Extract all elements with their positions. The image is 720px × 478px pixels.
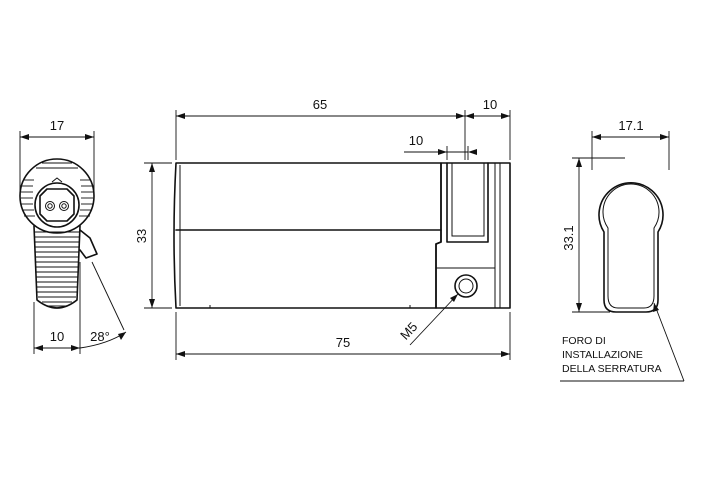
front-keyway — [39, 188, 75, 222]
side-cam-slot — [446, 162, 489, 243]
label-length-main: 65 — [313, 97, 327, 112]
front-pin-right-inner — [61, 203, 67, 209]
note-line-3: DELLA SERRATURA — [562, 363, 662, 375]
front-pin-left — [45, 201, 55, 211]
dim-front-stem: 10 — [33, 262, 81, 354]
dim-length-main: 65 — [175, 97, 466, 160]
leader-screw-thread: M5 — [397, 293, 459, 346]
front-body-circle — [19, 158, 95, 234]
front-cam — [79, 229, 98, 259]
dim-front-width: 17 — [19, 118, 95, 196]
label-height: 33 — [134, 229, 149, 243]
front-keyway-top — [51, 177, 63, 183]
note-line-2: INSTALLAZIONE — [562, 349, 643, 361]
label-length-cam: 10 — [483, 97, 497, 112]
label-front-angle: 28° — [90, 329, 110, 344]
profile-view: 17.1 33.1 FORO DI INSTALLAZIONE DELLA SE… — [560, 118, 685, 382]
side-screw-hole-inner — [458, 278, 474, 294]
label-total-length: 75 — [336, 335, 350, 350]
side-cam-housing — [435, 162, 511, 309]
profile-cutout — [598, 182, 664, 313]
front-pin-right — [59, 201, 69, 211]
front-view: 17 10 28° — [19, 118, 127, 354]
side-screw-hole — [454, 274, 478, 298]
label-screw-thread: M5 — [397, 319, 420, 342]
dim-front-angle: 28° — [79, 261, 127, 349]
dim-height: 33 — [134, 162, 172, 309]
profile-cutout-inner — [602, 183, 660, 309]
note-line-1: FORO DI — [562, 335, 606, 347]
head-hatching — [21, 162, 93, 217]
dim-profile-width: 17.1 — [591, 118, 670, 170]
stem-hatching — [35, 231, 79, 307]
label-profile-width: 17.1 — [618, 118, 643, 133]
dim-profile-height: 33.1 — [561, 157, 625, 313]
label-cam-slot: 10 — [409, 133, 423, 148]
front-pin-left-inner — [47, 203, 53, 209]
side-body — [173, 162, 442, 309]
front-stem — [33, 225, 81, 309]
side-view: 65 10 10 33 — [134, 97, 511, 360]
dim-total-length: 75 — [175, 312, 511, 360]
label-front-stem: 10 — [50, 329, 64, 344]
side-cam-slot-inner — [451, 163, 485, 237]
label-profile-height: 33.1 — [561, 225, 576, 250]
leader-install-note — [560, 302, 685, 382]
dim-cam-slot: 10 — [404, 133, 477, 160]
front-plug-circle — [34, 182, 80, 228]
dim-length-cam: 10 — [465, 97, 511, 160]
label-front-width: 17 — [50, 118, 64, 133]
